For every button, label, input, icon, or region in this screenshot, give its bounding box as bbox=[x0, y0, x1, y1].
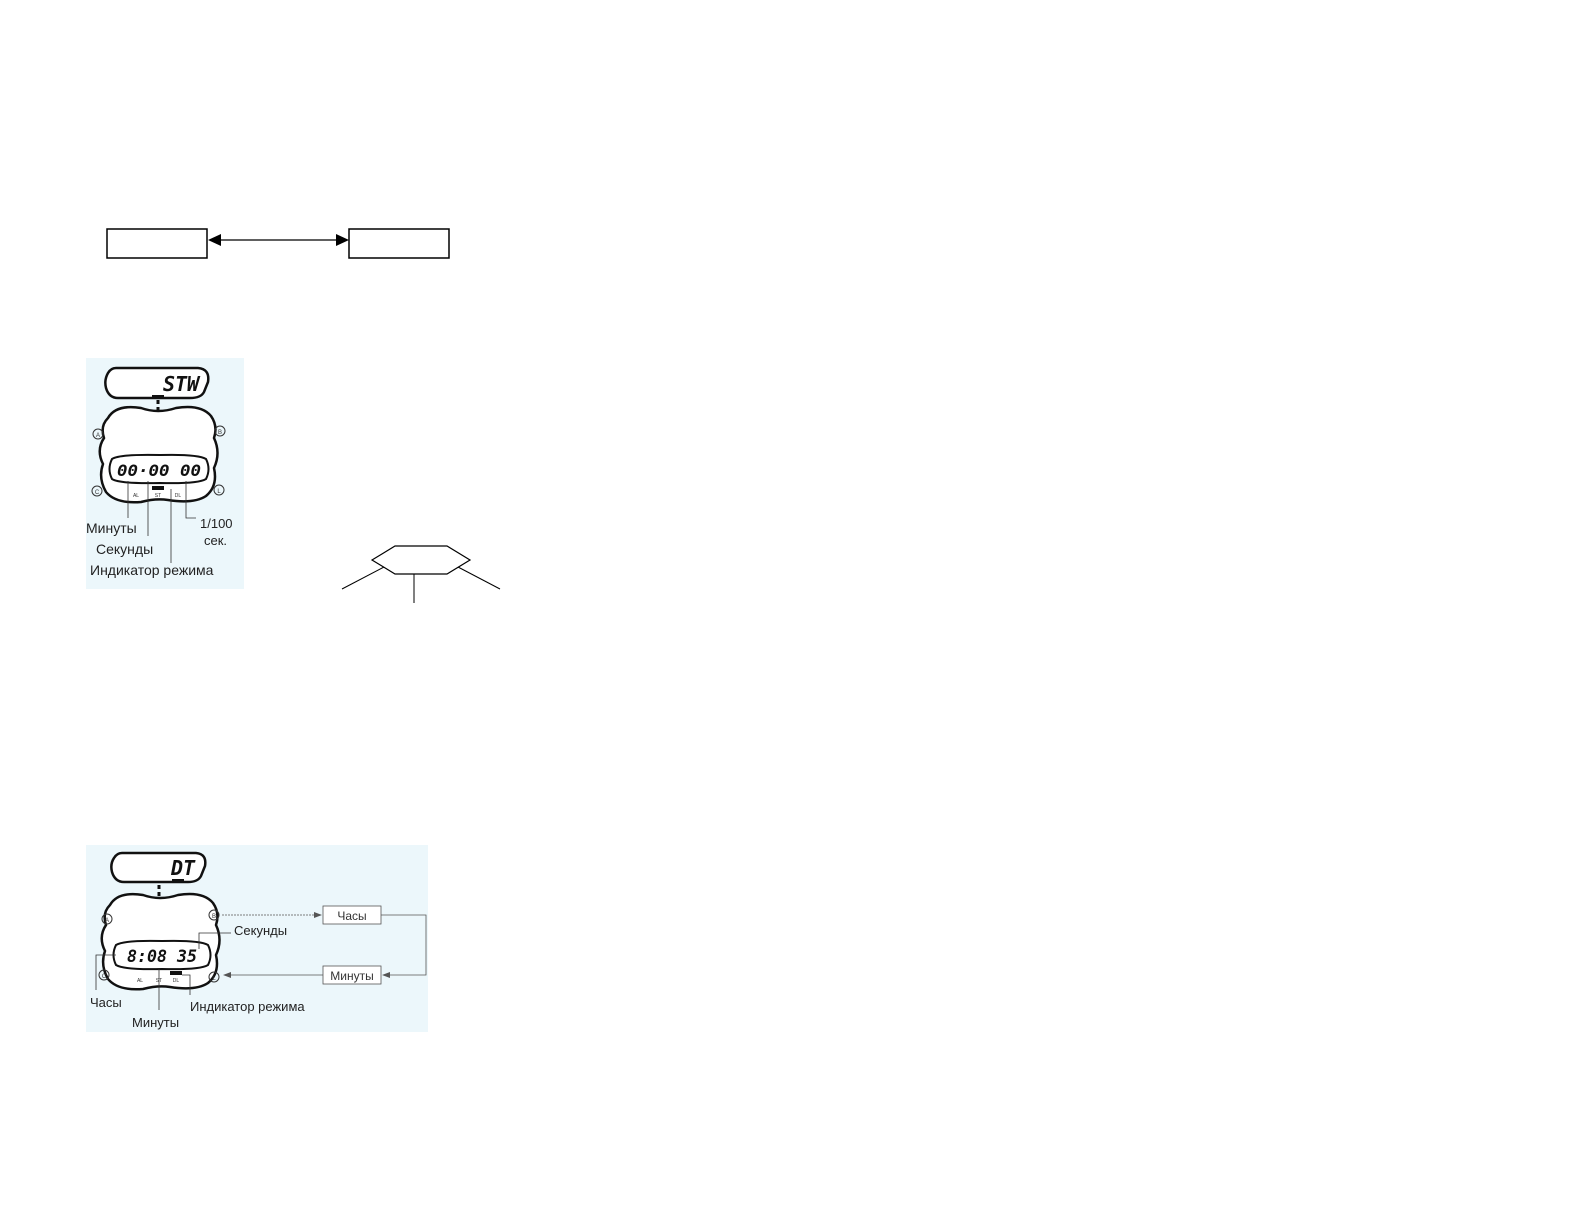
button-c-icon bbox=[91, 485, 103, 497]
button-a-icon bbox=[92, 428, 104, 440]
button-a-label: A bbox=[96, 433, 100, 439]
stopwatch-figure: STW 00·00 00 AL ST DL A B C L Минуты Сек… bbox=[86, 358, 244, 589]
mode-mark-dl: DL bbox=[175, 493, 182, 499]
hexagon-shape bbox=[370, 545, 472, 575]
arrow-head-right bbox=[336, 234, 349, 246]
button-l-icon bbox=[208, 971, 220, 983]
button-b-label: B bbox=[212, 914, 216, 920]
button-l-label: L bbox=[212, 976, 216, 982]
hexagon-line-right bbox=[457, 566, 501, 590]
mode-code-text: STW bbox=[163, 372, 201, 396]
button-a-label: A bbox=[105, 918, 109, 924]
mode-indicator-bar bbox=[170, 971, 182, 975]
hexagon-diagram bbox=[340, 543, 502, 605]
button-b-label: B bbox=[218, 430, 222, 436]
label-seconds: Секунды bbox=[96, 541, 153, 557]
button-b-icon bbox=[214, 425, 226, 437]
top-flow-diagram bbox=[100, 220, 460, 265]
label-minutes: Минуты bbox=[132, 1015, 179, 1030]
button-c-icon bbox=[98, 969, 110, 981]
minutes-box-label: Минуты bbox=[330, 969, 373, 983]
lcd-window bbox=[108, 453, 210, 485]
mode-mark-dl: DL bbox=[173, 978, 180, 984]
leader-hundredths bbox=[185, 481, 196, 519]
button-b-icon bbox=[208, 909, 220, 921]
leader-hours bbox=[95, 954, 116, 990]
leader-seconds bbox=[198, 932, 231, 949]
mode-code-text: DT bbox=[170, 856, 196, 880]
button-c-label: C bbox=[95, 490, 100, 496]
button-c-label: C bbox=[102, 974, 107, 980]
label-mode-indicator: Индикатор режима bbox=[90, 562, 214, 578]
hexagon-line-left bbox=[341, 566, 385, 590]
hours-box-label: Часы bbox=[337, 909, 366, 923]
label-hours: Часы bbox=[90, 995, 122, 1010]
button-a-icon bbox=[101, 913, 113, 925]
arrow-minutes-to-l-head bbox=[223, 972, 231, 978]
lcd-window bbox=[112, 939, 212, 971]
flow-box-right bbox=[348, 228, 450, 259]
dual-time-figure: DT 8:08 35 AL ST DL A B C L Секунды Часы… bbox=[86, 845, 428, 1032]
mode-mark-al: AL bbox=[137, 978, 143, 984]
mode-window bbox=[110, 851, 207, 884]
arrow-b-to-hours-head bbox=[314, 912, 322, 918]
label-mode-indicator: Индикатор режима bbox=[190, 999, 305, 1014]
label-seconds: Секунды bbox=[234, 923, 287, 938]
mode-marker bbox=[172, 879, 184, 883]
mode-mark-st: ST bbox=[155, 493, 161, 499]
mode-marker bbox=[152, 395, 164, 399]
mode-window bbox=[104, 366, 210, 400]
mode-mark-al: AL bbox=[133, 493, 139, 499]
label-hundredths-2: сек. bbox=[204, 533, 227, 548]
stopwatch-digits: 00·00 00 bbox=[117, 461, 201, 480]
leader-mode-indicator bbox=[182, 974, 191, 995]
button-l-label: L bbox=[217, 489, 221, 495]
label-hundredths-1: 1/100 bbox=[200, 516, 233, 531]
arrow-to-minutes-head bbox=[382, 972, 390, 978]
flow-box-left bbox=[106, 228, 208, 259]
arrow-head-left bbox=[208, 234, 221, 246]
dual-time-digits: 8:08 35 bbox=[127, 947, 197, 967]
label-minutes: Минуты bbox=[86, 520, 137, 536]
connector-hours-minutes bbox=[381, 914, 427, 976]
mode-indicator-bar bbox=[152, 486, 164, 490]
button-l-icon bbox=[213, 484, 225, 496]
